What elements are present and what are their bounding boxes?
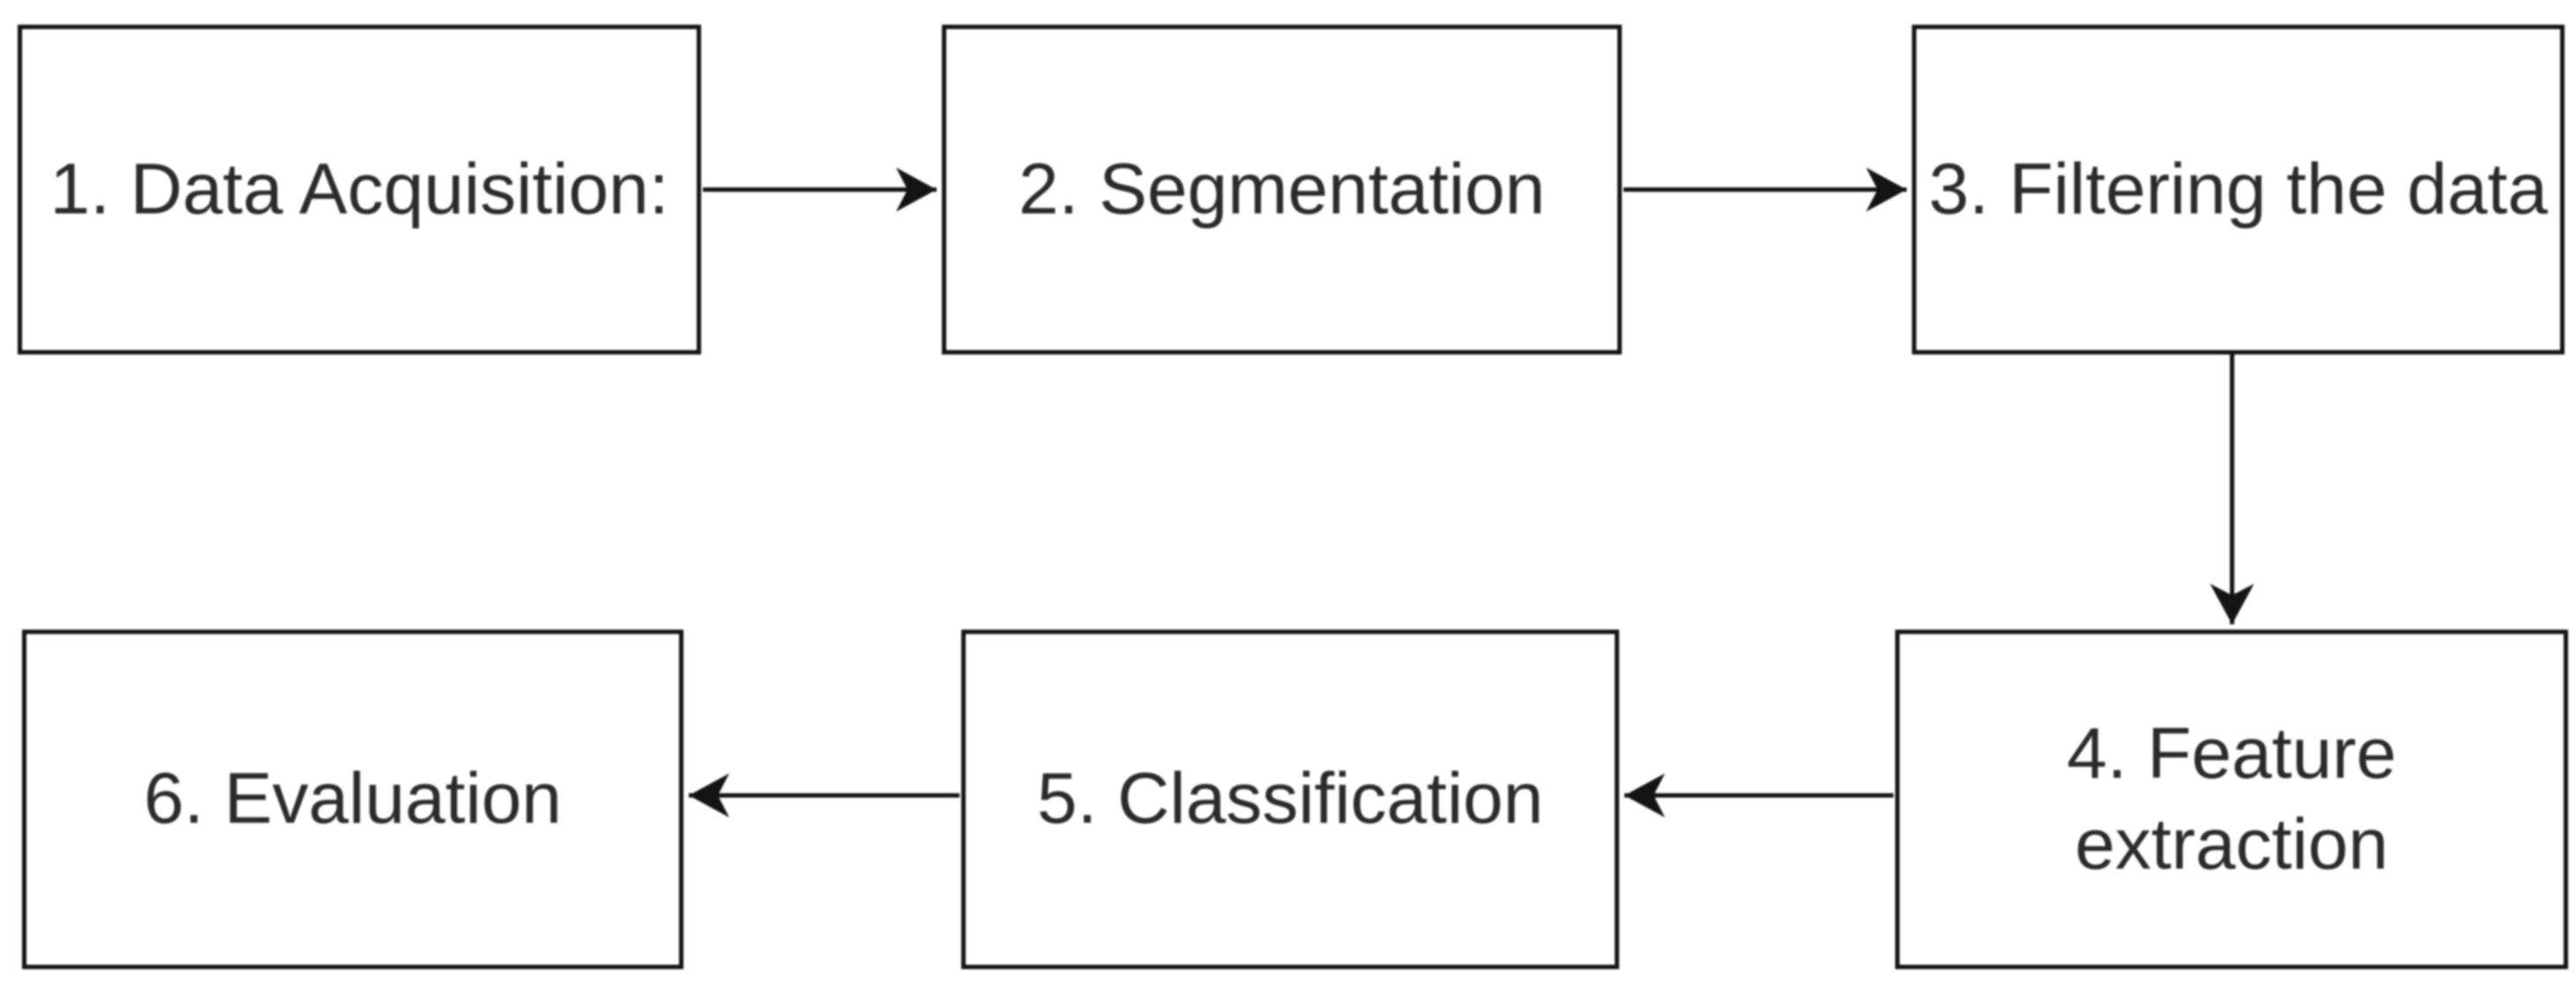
node-segmentation-label: 2. Segmentation bbox=[1018, 148, 1546, 229]
node-data-acquisition: 1. Data Acquisition: bbox=[18, 25, 701, 354]
node-feature-extraction: 4. Feature extraction bbox=[1895, 630, 2568, 969]
node-filtering-the-data: 3. Filtering the data bbox=[1912, 25, 2565, 354]
node-feature-extraction-label: 4. Feature extraction bbox=[2066, 713, 2397, 884]
node-filtering-the-data-label: 3. Filtering the data bbox=[1929, 148, 2548, 229]
node-segmentation: 2. Segmentation bbox=[942, 25, 1622, 354]
node-classification: 5. Classification bbox=[961, 630, 1619, 969]
node-classification-label: 5. Classification bbox=[1036, 758, 1544, 839]
node-evaluation-label: 6. Evaluation bbox=[143, 758, 563, 839]
node-evaluation: 6. Evaluation bbox=[22, 630, 683, 969]
node-data-acquisition-label: 1. Data Acquisition: bbox=[49, 148, 669, 229]
